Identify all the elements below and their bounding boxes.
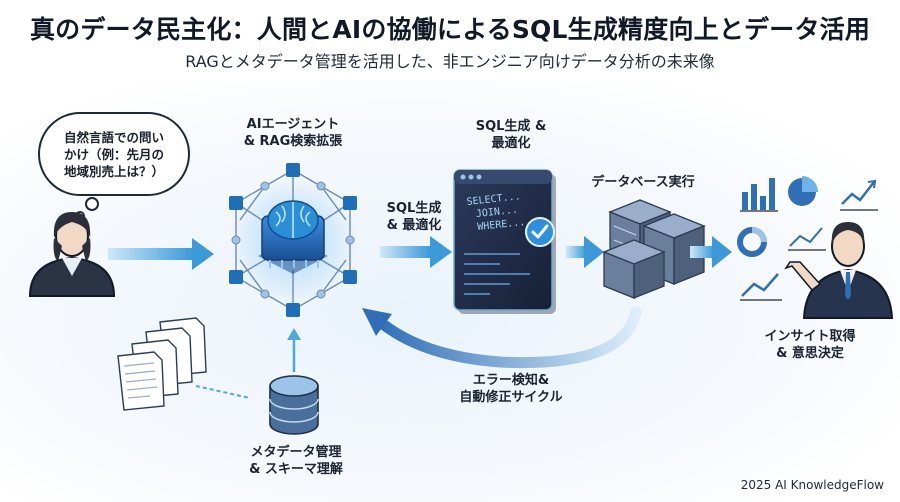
db-exec-label: データベース実行 [591,175,695,190]
arrow-db-to-insight [690,236,732,268]
label-line: & 最適化 [386,218,442,233]
question-bubble: 自然言語での問い かけ（例：先月の 地域別売上は？） [38,112,190,196]
sql-gen-top-label: SQL生成 & 最適化 [466,118,556,152]
sql-gen-arrow-label: SQL生成 & 最適化 [374,200,454,234]
label-line: エラー検知& [472,373,550,388]
brain-icon [267,200,319,240]
arrow-docs-to-db [195,385,251,399]
footer-credit: 2025 AI KnowledgeFlow [740,478,884,492]
label-line: & スキーマ理解 [249,462,343,477]
database-servers-icon [602,199,706,299]
bubble-line: 自然言語での問い [63,129,164,145]
bubble-line: かけ（例：先月の [63,146,164,162]
sql-screen-icon [453,169,556,314]
ai-agent-label: AIエージェント & RAG検索拡張 [230,116,356,150]
check-icon [525,217,555,247]
bubble-line: 地域別売上は？） [63,163,164,179]
label-line: & RAG検索拡張 [243,134,343,149]
error-loop-arrow [362,306,642,369]
label-line: AIエージェント [246,117,340,132]
label-line: SQL生成 [386,201,442,216]
error-loop-label: エラー検知& 自動修正サイクル [436,372,586,406]
arrow-sql-to-db [566,236,604,268]
label-line: 最適化 [491,136,531,151]
label-line: メタデータ管理 [250,445,342,460]
label-line: インサイト取得 [764,329,856,344]
sql-code-text: SELECT... JOIN... WHERE... [466,188,550,235]
user-person-icon [28,212,116,297]
metadata-label: メタデータ管理 & スキーマ理解 [236,444,356,478]
page-title: 真のデータ民主化：人間とAIの協働によるSQL生成精度向上とデータ活用 [29,15,871,44]
label-line: SQL生成 & [475,119,547,134]
label-line: 自動修正サイクル [459,390,563,405]
label-line: & 意思決定 [776,346,844,361]
page-subtitle: RAGとメタデータ管理を活用した、非エンジニア向けデータ分析の未来像 [185,52,715,71]
documents-stack-icon [117,317,207,411]
insight-charts-icon [737,176,878,301]
insight-label: インサイト取得 & 意思決定 [750,328,870,362]
arrow-ai-to-sql [380,236,452,268]
arrow-db-to-ai [287,328,301,372]
metadata-database-icon [269,375,319,435]
arrow-user-to-ai [108,238,214,270]
analyst-person-icon [784,222,894,319]
